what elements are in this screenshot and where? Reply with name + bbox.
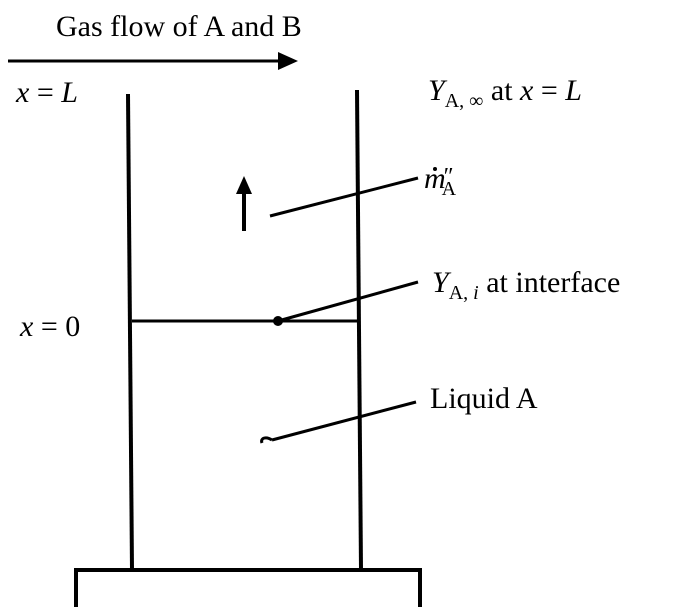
top-position-label: x = L <box>16 78 78 108</box>
far-field-subscript: A, ∞ <box>444 90 484 112</box>
far-field-at: at <box>483 74 521 107</box>
liquid-leader <box>271 400 417 442</box>
bottom-position-label: x = 0 <box>20 312 80 342</box>
interface-symbol: Y <box>432 266 449 299</box>
mass-flux-symbol: m <box>424 162 446 195</box>
top-position-eq: = <box>29 76 62 109</box>
bottom-position-var: x <box>20 310 34 343</box>
top-position-var: x <box>16 76 30 109</box>
upward-flux-arrow <box>236 176 252 231</box>
interface-subscript-i: i <box>473 282 479 304</box>
far-field-label: YA, ∞ at x = L <box>428 74 582 112</box>
gas-flow-arrow <box>8 52 298 70</box>
mass-flux-prime: ″ <box>443 164 454 190</box>
interface-subscript-a: A, <box>448 282 474 304</box>
top-position-val: L <box>61 76 78 109</box>
bottom-position-val: 0 <box>65 310 81 343</box>
bottom-position-eq: = <box>33 310 66 343</box>
interface-label: YA, i at interface <box>432 266 621 304</box>
mass-flux-subscript: A <box>441 178 457 200</box>
far-field-var: x <box>520 74 534 107</box>
far-field-symbol: Y <box>428 74 445 107</box>
interface-point <box>273 316 283 326</box>
mass-flux-label: m″A <box>424 162 456 200</box>
base-block <box>74 568 422 607</box>
far-field-val: L <box>565 74 582 107</box>
interface-text: at interface <box>478 266 621 299</box>
far-field-eq: = <box>533 74 566 107</box>
tube-right-wall <box>355 89 363 571</box>
diagram-title: Gas flow of A and B <box>56 10 302 43</box>
tube-left-wall <box>126 93 134 571</box>
mass-flux-leader <box>269 176 419 218</box>
liquid-label: Liquid A <box>430 382 538 415</box>
liquid-leader-tail <box>260 436 273 444</box>
interface-leader <box>277 280 419 323</box>
